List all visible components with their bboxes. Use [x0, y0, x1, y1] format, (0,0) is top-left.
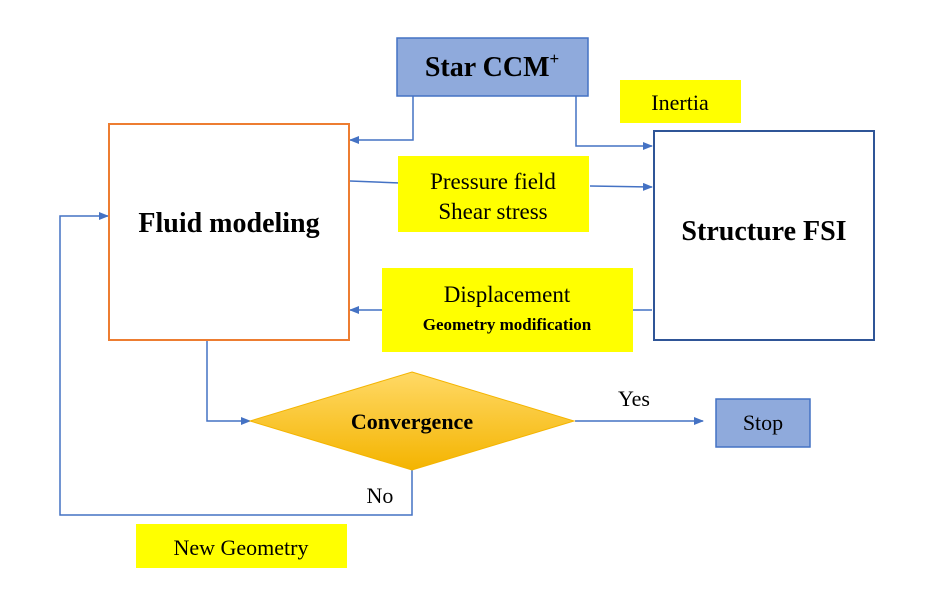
arrow-star-to-fluid — [349, 96, 414, 144]
pressure-field-label: Pressure field — [430, 169, 556, 194]
structure-fsi-node: Structure FSI — [653, 130, 875, 341]
yes-label: Yes — [618, 386, 650, 411]
arrow-star-to-structure — [575, 96, 653, 150]
star-ccm-label: Star CCM — [425, 52, 550, 83]
arrow-fluid-to-convergence — [206, 341, 251, 425]
new-geometry-highlight — [136, 524, 347, 568]
shear-stress-label: Shear stress — [438, 199, 547, 224]
displacement-node: Displacement Geometry modification — [382, 268, 633, 352]
arrow-convergence-no-loop — [59, 212, 413, 516]
star-ccm-superscript: + — [550, 49, 560, 68]
svg-text:Star CCM+: Star CCM+ — [425, 49, 559, 83]
arrow-fluid-to-structure-head — [589, 182, 653, 191]
stop-box — [715, 398, 811, 448]
fluid-modeling-node: Fluid modeling — [108, 123, 350, 341]
stop-node: Stop — [715, 398, 811, 448]
fluid-modeling-label: Fluid modeling — [138, 208, 319, 239]
new-geometry-node: New Geometry — [136, 524, 347, 568]
structure-fsi-box — [653, 130, 875, 341]
star-ccm-box — [396, 37, 589, 97]
star-ccm-node: Star CCM+ — [396, 37, 589, 97]
new-geometry-label: New Geometry — [173, 535, 308, 560]
geometry-modification-label: Geometry modification — [423, 315, 592, 334]
convergence-diamond — [248, 371, 576, 471]
convergence-label: Convergence — [351, 409, 473, 434]
no-label: No — [367, 483, 394, 508]
displacement-label: Displacement — [444, 282, 571, 307]
inertia-node: Inertia — [620, 80, 741, 123]
structure-fsi-label: Structure FSI — [681, 216, 846, 247]
displacement-highlight — [382, 268, 633, 352]
inertia-label: Inertia — [651, 90, 709, 115]
stop-label: Stop — [743, 410, 783, 435]
fluid-modeling-box — [108, 123, 350, 341]
inertia-highlight — [620, 80, 741, 123]
convergence-node: Convergence — [248, 371, 576, 471]
pressure-shear-highlight — [398, 156, 589, 232]
pressure-shear-node: Pressure field Shear stress — [398, 156, 589, 232]
connectors — [59, 96, 704, 516]
arrow-fluid-to-structure — [349, 180, 401, 184]
